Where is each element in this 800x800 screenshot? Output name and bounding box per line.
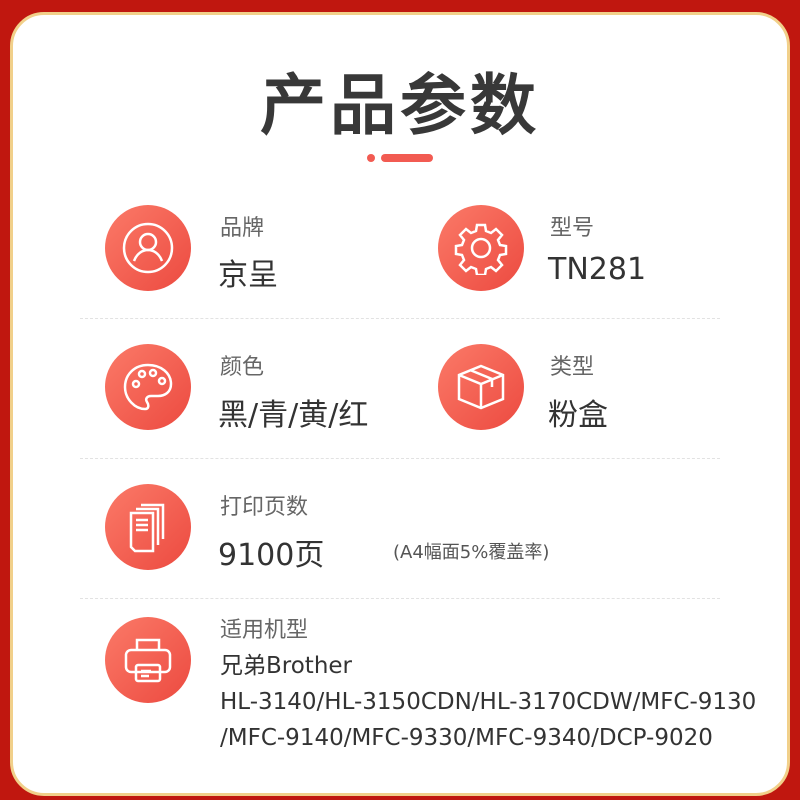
pages-value: 9100页 bbox=[218, 538, 325, 573]
model-line: /MFC-9140/MFC-9330/MFC-9340/DCP-9020 bbox=[220, 725, 713, 751]
compatible-models: 兄弟Brother HL-3140/HL-3150CDN/HL-3170CDW/… bbox=[220, 648, 756, 756]
pages-icon bbox=[105, 484, 191, 570]
printer-icon bbox=[105, 617, 191, 703]
type-label: 类型 bbox=[550, 355, 595, 380]
box-icon bbox=[438, 344, 524, 430]
divider bbox=[80, 458, 720, 459]
brand-value: 京呈 bbox=[218, 258, 278, 293]
user-icon bbox=[105, 205, 191, 291]
model-line: 兄弟Brother bbox=[220, 653, 353, 679]
color-label: 颜色 bbox=[220, 355, 265, 380]
type-value: 粉盒 bbox=[548, 398, 608, 433]
gear-icon bbox=[438, 205, 524, 291]
divider bbox=[80, 318, 720, 319]
brand-label: 品牌 bbox=[220, 216, 265, 241]
title-underline bbox=[381, 154, 433, 162]
pages-note: (A4幅面5%覆盖率) bbox=[393, 542, 550, 563]
model-label: 型号 bbox=[550, 216, 595, 241]
color-value: 黑/青/黄/红 bbox=[218, 398, 369, 433]
model-value: TN281 bbox=[548, 252, 647, 287]
compatible-label: 适用机型 bbox=[220, 618, 309, 643]
title-dot bbox=[367, 154, 375, 162]
palette-icon bbox=[105, 344, 191, 430]
page-title: 产品参数 bbox=[260, 67, 540, 144]
pages-label: 打印页数 bbox=[220, 495, 309, 520]
model-line: HL-3140/HL-3150CDN/HL-3170CDW/MFC-9130 bbox=[220, 689, 757, 715]
divider bbox=[80, 598, 720, 599]
